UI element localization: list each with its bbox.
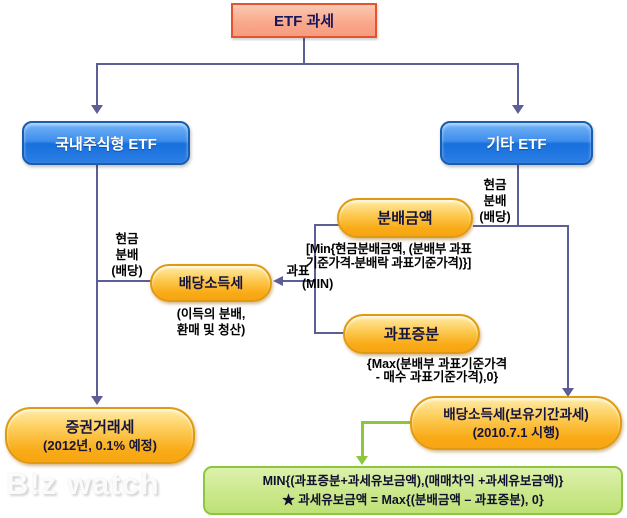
node-result-formula: MIN{(과표증분+과세유보금액),(매매차익 +과세유보금액)} ★ 과세유보… <box>203 466 623 515</box>
other-etf-label: 기타 ETF <box>486 135 547 153</box>
taxbase-increment-label: 과표증분 <box>383 325 440 343</box>
holding-tax-title: 배당소득세(보유기간과세) <box>443 407 589 422</box>
dividend-tax-label: 배당소득세 <box>178 274 244 291</box>
arrowhead-to-holding-tax <box>562 388 574 397</box>
label-taxbase-increment-formula: {Max(분배부 과표기준가격 - 매수 과표기준가격),0} <box>366 357 508 384</box>
label-cash-dividend-left: 현금 분배 (배당) <box>111 232 143 278</box>
transaction-tax-note: (2012년, 0.1% 예정) <box>43 437 157 453</box>
connector-root-stem <box>303 38 305 64</box>
bracket-vertical <box>314 224 316 334</box>
bracket-bottom <box>314 332 344 334</box>
green-connector-h <box>361 421 410 424</box>
connector-distribution-joint <box>473 225 569 227</box>
result-formula-line2: ★ 과세유보금액 = Max{(분배금액 – 과표증분), 0} <box>282 492 544 507</box>
connector-to-dividend-tax <box>96 280 152 282</box>
connector-to-domestic <box>96 63 98 107</box>
transaction-tax-title: 증권거래세 <box>65 418 135 436</box>
green-connector-v <box>361 421 364 458</box>
connector-to-holding-tax <box>567 225 569 390</box>
node-etf-tax-root: ETF 과세 <box>231 3 377 38</box>
node-dividend-tax: 배당소득세 <box>150 264 272 302</box>
connector-other-down <box>517 165 519 227</box>
node-other-etf: 기타 ETF <box>440 121 593 165</box>
distribution-amount-label: 분배금액 <box>377 209 433 227</box>
node-holding-period-tax: 배당소득세(보유기간과세) (2010.7.1 시행) <box>410 396 622 450</box>
label-dividend-tax-note: (이득의 분배, 환매 및 청산) <box>176 307 246 337</box>
bizwatch-watermark: B!z watch <box>6 466 160 501</box>
label-cash-dividend-right: 현금 분배 (배당) <box>479 178 511 224</box>
arrowhead-to-transaction-tax <box>91 396 103 405</box>
arrowhead-taxbase-left <box>273 276 283 286</box>
connector-root-split <box>96 63 519 65</box>
holding-tax-note: (2010.7.1 시행) <box>472 425 560 440</box>
node-transaction-tax: 증권거래세 (2012년, 0.1% 예정) <box>5 407 195 464</box>
label-distribution-formula: [Min{현금분배금액, (분배부 과표 기준가격-분배락 과표기준가격)}] <box>306 242 472 270</box>
connector-taxbase <box>283 280 315 282</box>
arrowhead-to-result <box>356 456 368 465</box>
arrowhead-to-domestic <box>91 105 103 114</box>
result-formula-line1: MIN{(과표증분+과세유보금액),(매매차익 +과세유보금액)} <box>262 473 564 488</box>
domestic-etf-label: 국내주식형 ETF <box>55 135 157 153</box>
node-domestic-etf: 국내주식형 ETF <box>22 121 190 165</box>
label-min: (MIN) <box>302 277 334 291</box>
node-distribution-amount: 분배금액 <box>337 198 473 238</box>
arrowhead-to-other <box>512 105 524 114</box>
connector-to-other <box>517 63 519 107</box>
root-label: ETF 과세 <box>273 13 335 30</box>
label-taxbase: 과표 <box>286 264 310 278</box>
node-taxbase-increment: 과표증분 <box>343 314 480 354</box>
bracket-top <box>314 224 339 226</box>
